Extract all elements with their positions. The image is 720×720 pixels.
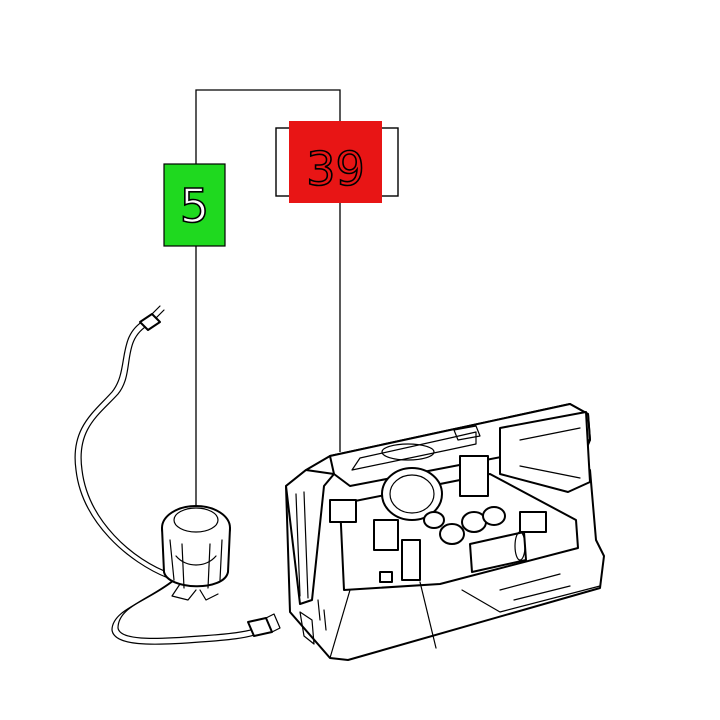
callout-39-label: 39 <box>306 142 365 196</box>
leader-lines <box>195 89 341 506</box>
electronics-housing-part <box>285 403 605 661</box>
callout-39[interactable]: 39 <box>275 121 399 203</box>
callout-5-label: 5 <box>180 179 209 233</box>
callout-39-box <box>289 121 382 203</box>
callout-5[interactable]: 5 <box>163 163 226 247</box>
callout-5-box <box>163 163 226 247</box>
cable-switch-part <box>74 305 281 645</box>
